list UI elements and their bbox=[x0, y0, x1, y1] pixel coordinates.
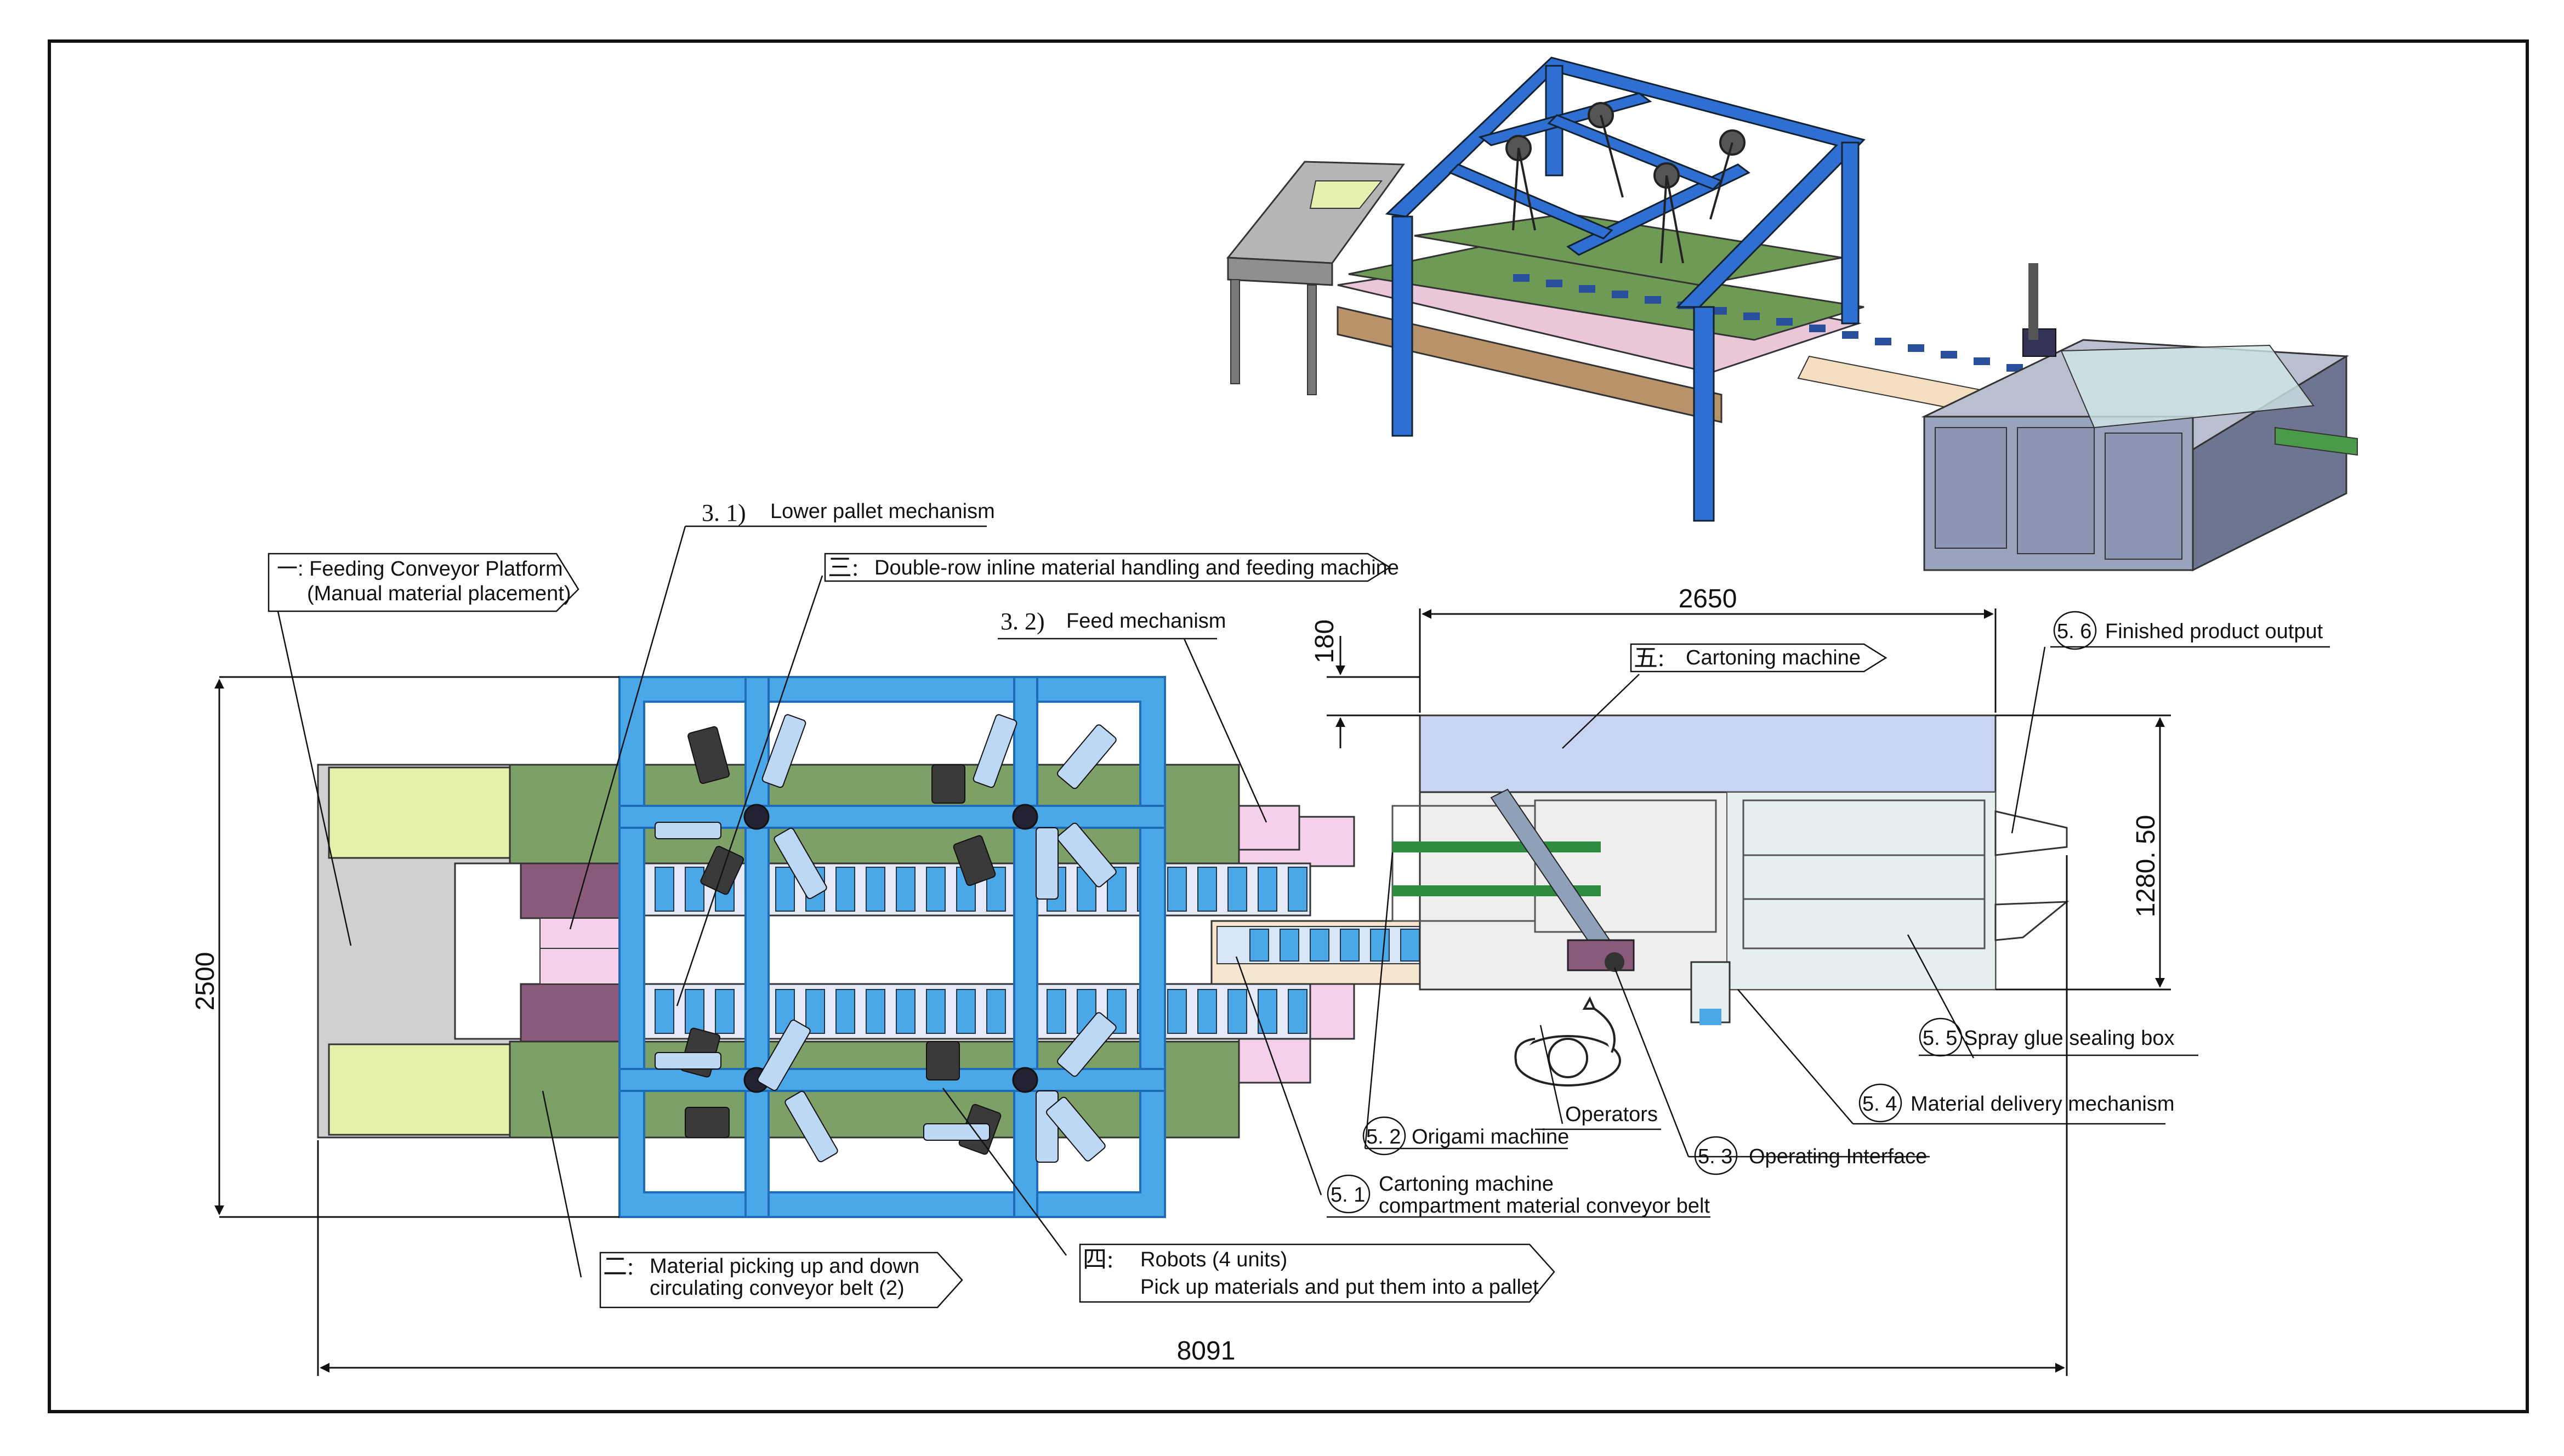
label-origami: Origami machine bbox=[1412, 1125, 1569, 1148]
label-belt-num: 5. 1 bbox=[1331, 1184, 1365, 1207]
operator-figure bbox=[1514, 996, 1621, 1087]
label-feed-mech: Feed mechanism bbox=[1066, 610, 1226, 633]
label-double-row-num: 三: bbox=[828, 554, 859, 581]
leader-lines bbox=[270, 526, 2046, 1278]
label-picking: Material picking up and down bbox=[650, 1255, 919, 1278]
label-robots-num: 四: bbox=[1083, 1246, 1113, 1273]
label-belt: Cartoning machine bbox=[1379, 1173, 1554, 1196]
label-operators: Operators bbox=[1565, 1103, 1658, 1126]
label-feeding-platform: 一: Feeding Conveyor Platform bbox=[277, 558, 563, 581]
label-underlines bbox=[685, 525, 2330, 1218]
label-belt-sub: compartment material conveyor belt bbox=[1379, 1195, 1710, 1218]
dim-2500: 2500 bbox=[191, 952, 220, 1011]
robot-arms bbox=[655, 714, 1117, 1163]
lower-pallet-zone bbox=[520, 983, 621, 1043]
dim-1280: 1280. 50 bbox=[2131, 815, 2161, 918]
label-lower-pallet-num: 3. 1) bbox=[702, 499, 746, 526]
label-finished-num: 5. 6 bbox=[2057, 620, 2091, 643]
label-delivery-num: 5. 4 bbox=[1862, 1093, 1897, 1116]
label-cartoning-num: 五: bbox=[1634, 645, 1664, 672]
label-robots-sub: Pick up materials and put them into a pa… bbox=[1140, 1276, 1539, 1299]
label-cartoning: Cartoning machine bbox=[1686, 646, 1861, 669]
label-frames bbox=[268, 553, 1888, 1309]
plan-view bbox=[317, 676, 2070, 1218]
operating-interface-panel bbox=[1567, 939, 1635, 971]
label-picking-num: 二: bbox=[603, 1253, 634, 1280]
label-feed-mech-num: 3. 2) bbox=[1000, 608, 1045, 635]
label-spray-num: 5. 5 bbox=[1923, 1027, 1957, 1050]
dim-180: 180 bbox=[1310, 619, 1339, 663]
label-double-row: Double-row inline material handling and … bbox=[874, 556, 1399, 579]
label-operating: Operating Interface bbox=[1749, 1145, 1927, 1168]
label-feeding-platform-sub: (Manual material placement) bbox=[307, 582, 571, 605]
label-lower-pallet: Lower pallet mechanism bbox=[770, 500, 995, 523]
label-picking-sub: circulating conveyor belt (2) bbox=[650, 1277, 905, 1300]
label-spray: Spray glue sealing box bbox=[1964, 1027, 2174, 1050]
cartoner-top-panel bbox=[1419, 714, 1997, 793]
label-operating-num: 5. 3 bbox=[1698, 1145, 1732, 1168]
label-finished: Finished product output bbox=[2105, 620, 2323, 643]
iso-feed-platform bbox=[1226, 161, 1405, 264]
dim-2650: 2650 bbox=[1679, 584, 1737, 613]
dim-8091: 8091 bbox=[1177, 1336, 1236, 1366]
iso-delta-robots bbox=[1505, 102, 1746, 264]
iso-cartoner bbox=[1921, 263, 2358, 572]
number-circles bbox=[1327, 611, 2097, 1214]
dimensions bbox=[214, 608, 2171, 1376]
drawing-border bbox=[48, 39, 2529, 1413]
upper-pallet-zone bbox=[520, 862, 621, 919]
isometric-view bbox=[1226, 56, 2358, 572]
label-delivery: Material delivery mechanism bbox=[1911, 1093, 2175, 1116]
label-robots: Robots (4 units) bbox=[1140, 1248, 1287, 1271]
label-origami-num: 5. 2 bbox=[1366, 1125, 1401, 1148]
